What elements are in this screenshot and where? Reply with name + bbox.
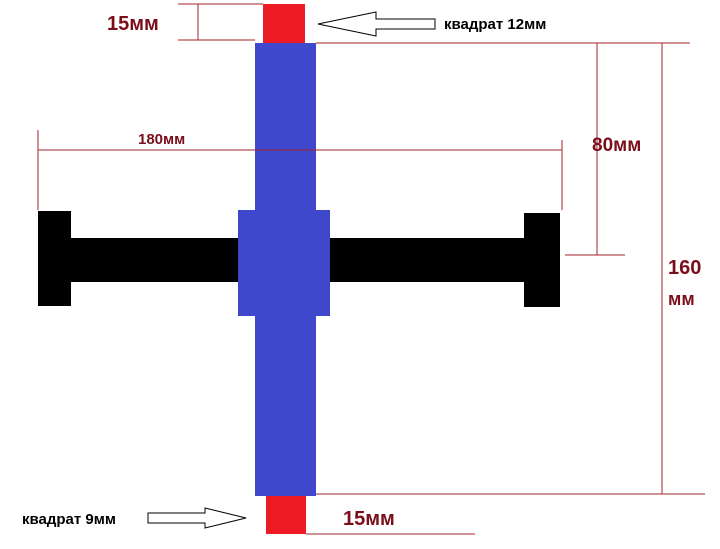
total-height-value: 160 [668, 257, 701, 279]
half-height-label: 80мм [592, 135, 641, 156]
arrow-left-icon [317, 11, 436, 37]
width-label: 180мм [138, 131, 185, 148]
dimension-lines [37, 3, 705, 535]
central-hub [238, 210, 330, 316]
bottom-square-end [266, 496, 306, 534]
left-end-cap [38, 211, 71, 306]
total-height-unit: мм [668, 289, 695, 309]
bottom-length-label: 15мм [343, 508, 395, 530]
bottom-square-label: квадрат 9мм [22, 511, 116, 528]
top-square-label: квадрат 12мм [444, 16, 546, 33]
arrow-right-icon [147, 507, 247, 529]
right-end-cap [524, 213, 560, 307]
top-square-end [263, 4, 305, 43]
top-length-label: 15мм [107, 13, 159, 35]
